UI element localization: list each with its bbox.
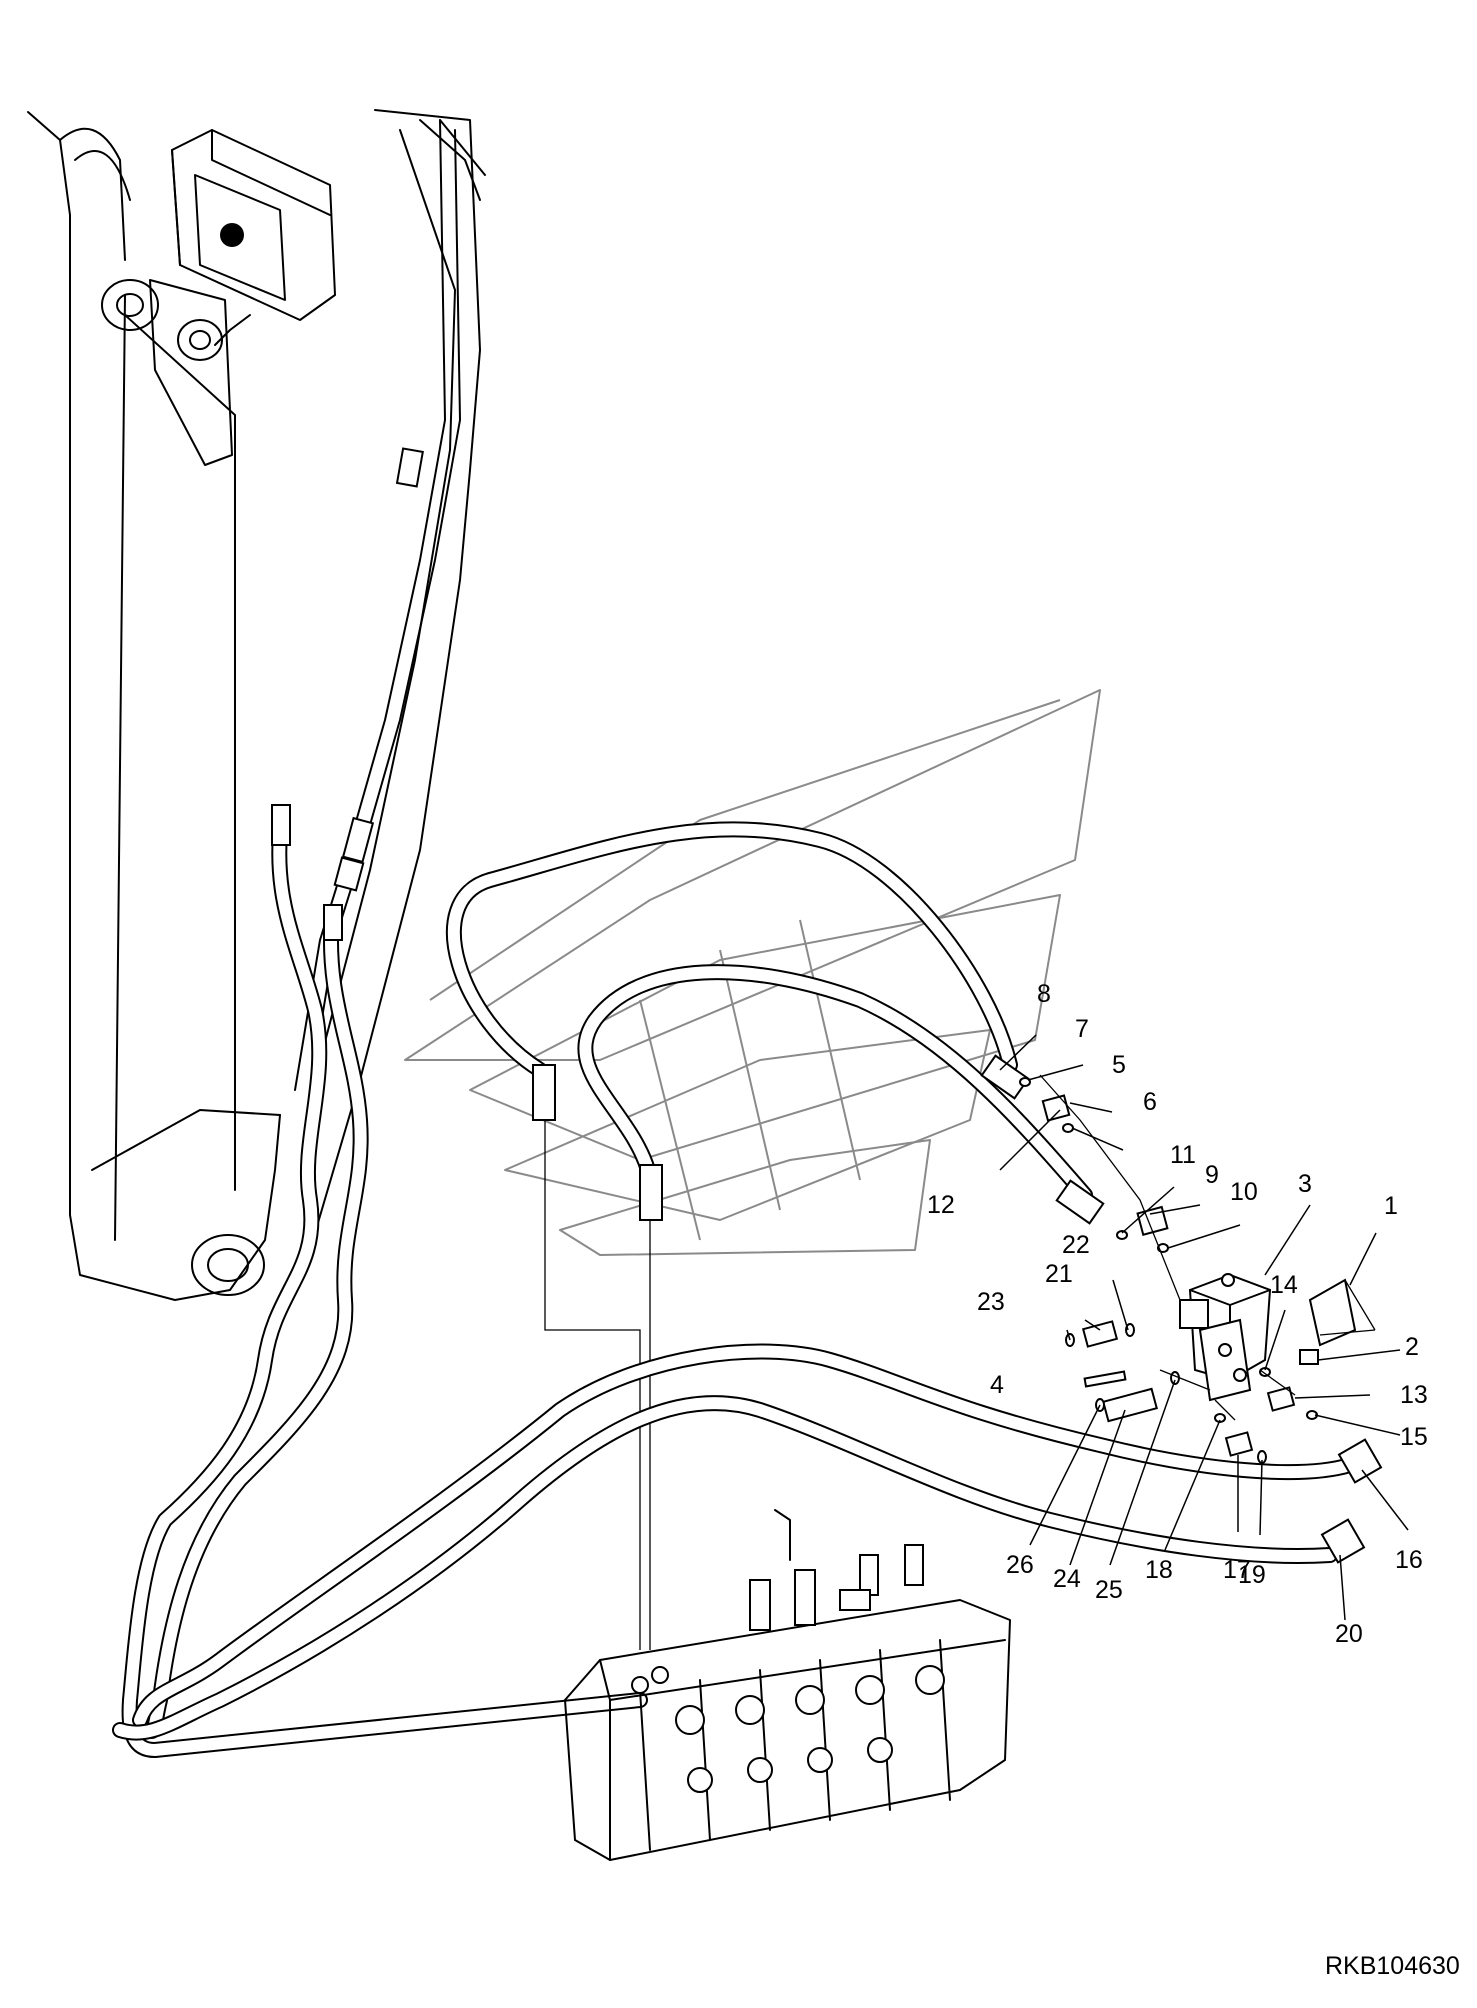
- callout-22: 22: [1062, 1231, 1090, 1259]
- callout-21: 21: [1045, 1260, 1073, 1288]
- drawing-code: RKB104630: [1325, 1952, 1460, 1980]
- work-lamp: [171, 129, 336, 346]
- boom-arm: [27, 109, 486, 1301]
- callout-8: 8: [1037, 980, 1051, 1008]
- callout-25: 25: [1095, 1576, 1123, 1604]
- callout-6: 6: [1143, 1088, 1157, 1116]
- solenoid-valve: [1019, 1074, 1376, 1464]
- callout-1: 1: [1384, 1192, 1398, 1220]
- callout-7: 7: [1075, 1015, 1089, 1043]
- callout-3: 3: [1298, 1170, 1312, 1198]
- callout-16: 16: [1395, 1546, 1423, 1574]
- lamp-lens-icon: [220, 223, 244, 247]
- callout-19: 19: [1238, 1561, 1266, 1589]
- callout-2: 2: [1405, 1333, 1419, 1361]
- callout-23: 23: [977, 1288, 1005, 1316]
- leader-lines: [999, 1034, 1409, 1621]
- hose-12-and-8: [446, 821, 1105, 1650]
- control-valve: [564, 1509, 1011, 1861]
- callout-18: 18: [1145, 1556, 1173, 1584]
- callout-24: 24: [1053, 1565, 1081, 1593]
- callout-13: 13: [1400, 1381, 1428, 1409]
- callout-12: 12: [927, 1191, 955, 1219]
- callout-labels: 1 2 3 4 5 6 7 8 9 10 11 12 13 14 15 16 1…: [927, 980, 1428, 1648]
- callout-26: 26: [1006, 1551, 1034, 1579]
- callout-4: 4: [990, 1371, 1004, 1399]
- boom-hoses: [121, 119, 648, 1758]
- callout-9: 9: [1205, 1161, 1219, 1189]
- hose-16-and-20: [112, 1343, 1383, 1741]
- callout-5: 5: [1112, 1051, 1126, 1079]
- callout-11: 11: [1170, 1141, 1196, 1169]
- callout-17: 17: [1223, 1556, 1251, 1584]
- callout-14: 14: [1270, 1271, 1298, 1299]
- callout-15: 15: [1400, 1423, 1428, 1451]
- callout-10: 10: [1230, 1178, 1258, 1206]
- callout-20: 20: [1335, 1620, 1363, 1648]
